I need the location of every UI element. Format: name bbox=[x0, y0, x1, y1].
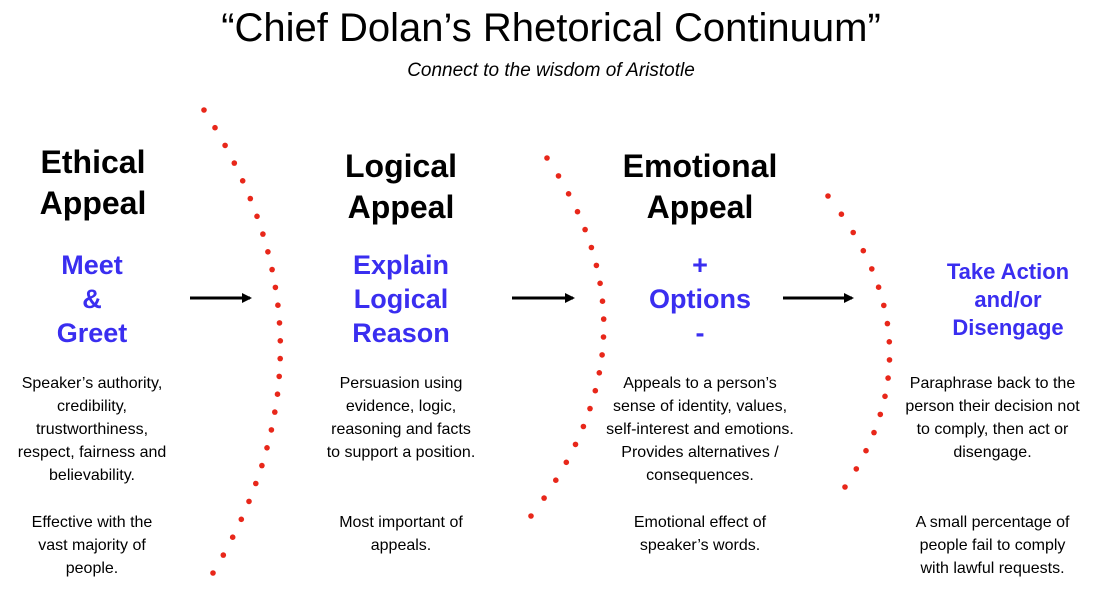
arc-dot bbox=[596, 370, 603, 376]
arc-dot bbox=[212, 124, 218, 131]
arc-dot bbox=[268, 427, 275, 433]
emotional-note: Emotional effect of speaker’s words. bbox=[633, 514, 767, 554]
arc-dot bbox=[201, 107, 207, 113]
take-action-disengage-action: Take Action and/or Disengage bbox=[946, 259, 1070, 340]
arc-dot bbox=[593, 262, 600, 269]
ethical-description: Speaker’s authority, credibility, trustw… bbox=[17, 375, 167, 484]
arc-dot bbox=[274, 391, 281, 398]
arc-dot bbox=[838, 211, 845, 217]
arc-dot bbox=[850, 229, 856, 236]
arc-dot bbox=[863, 447, 869, 454]
arc-dot bbox=[853, 466, 860, 472]
arc-dot bbox=[886, 357, 893, 363]
arc-dot bbox=[886, 339, 893, 345]
arc-dot bbox=[574, 208, 581, 215]
emotional-appeal-heading: Emotional Appeal bbox=[622, 148, 778, 225]
dotted-arc-2 bbox=[528, 155, 607, 519]
arc-dot bbox=[528, 513, 534, 519]
arc-dot bbox=[877, 411, 884, 418]
dotted-arc-3 bbox=[825, 193, 893, 490]
arc-dot bbox=[588, 244, 595, 251]
meet-greet-action: Meet & Greet bbox=[56, 250, 128, 348]
arc-dot bbox=[275, 302, 281, 309]
arc-dot bbox=[264, 445, 270, 451]
arc-dot bbox=[220, 552, 227, 558]
logical-appeal-heading: Logical Appeal bbox=[344, 148, 457, 225]
arc-dot bbox=[541, 495, 547, 501]
arc-dot bbox=[871, 429, 877, 436]
ethical-appeal-heading: Ethical Appeal bbox=[39, 144, 147, 221]
arc-dot bbox=[592, 387, 599, 394]
arc-dot bbox=[885, 375, 891, 381]
logical-description: Persuasion using evidence, logic, reason… bbox=[326, 375, 476, 461]
arc-dot bbox=[881, 302, 887, 309]
dotted-arc-1 bbox=[201, 107, 284, 576]
arc-dot bbox=[555, 173, 562, 179]
arc-dot bbox=[229, 534, 236, 540]
take-action-description: Paraphrase back to the person their deci… bbox=[905, 375, 1080, 461]
arc-dot bbox=[265, 249, 271, 255]
arc-dot bbox=[825, 193, 831, 199]
diagram-subtitle: Connect to the wisdom of Aristotle bbox=[407, 60, 695, 81]
arc-dot bbox=[842, 484, 848, 490]
arc-dot bbox=[860, 247, 867, 254]
arc-dot bbox=[580, 423, 587, 430]
arc-dot bbox=[277, 355, 284, 362]
arc-dot bbox=[597, 280, 603, 287]
arc-dot bbox=[277, 338, 284, 344]
arc-dot bbox=[572, 441, 579, 448]
arc-dot bbox=[231, 160, 238, 166]
arc-dot bbox=[565, 191, 572, 197]
logical-note: Most important of appeals. bbox=[339, 514, 463, 554]
arc-dot bbox=[544, 155, 550, 161]
arc-dot bbox=[259, 462, 265, 469]
arc-dot bbox=[260, 231, 266, 237]
arc-dot bbox=[563, 459, 570, 466]
arc-dot bbox=[600, 316, 607, 322]
arc-dot bbox=[210, 570, 216, 576]
arc-dot bbox=[276, 320, 283, 326]
arc-dot bbox=[553, 477, 559, 484]
arc-dot bbox=[869, 266, 875, 272]
arc-dot bbox=[269, 266, 275, 273]
emotional-description: Appeals to a person’s sense of identity,… bbox=[606, 375, 794, 484]
arc-dot bbox=[272, 284, 279, 291]
ethical-note: Effective with the vast majority of peop… bbox=[31, 514, 153, 577]
explain-logical-reason-action: Explain Logical Reason bbox=[352, 250, 450, 348]
arc-dot bbox=[276, 373, 283, 380]
arc-dot bbox=[882, 393, 888, 400]
arc-dot bbox=[599, 298, 606, 305]
arc-dot bbox=[222, 142, 228, 149]
arc-dot bbox=[254, 213, 260, 220]
arc-dot bbox=[875, 284, 882, 291]
arc-dot bbox=[272, 409, 278, 415]
arc-dot bbox=[246, 498, 252, 505]
arc-dot bbox=[600, 334, 607, 340]
arc-dot bbox=[884, 320, 891, 327]
arc-dot bbox=[239, 178, 246, 184]
arc-dot bbox=[238, 516, 245, 523]
arc-dot bbox=[582, 226, 588, 233]
arc-dot bbox=[587, 405, 593, 412]
arc-dot bbox=[599, 352, 605, 358]
take-action-note: A small percentage of people fail to com… bbox=[915, 514, 1070, 577]
diagram-title: “Chief Dolan’s Rhetorical Continuum” bbox=[221, 6, 881, 50]
arc-dot bbox=[253, 480, 259, 487]
arc-dot bbox=[247, 195, 254, 202]
options-action: + Options - bbox=[649, 250, 751, 348]
